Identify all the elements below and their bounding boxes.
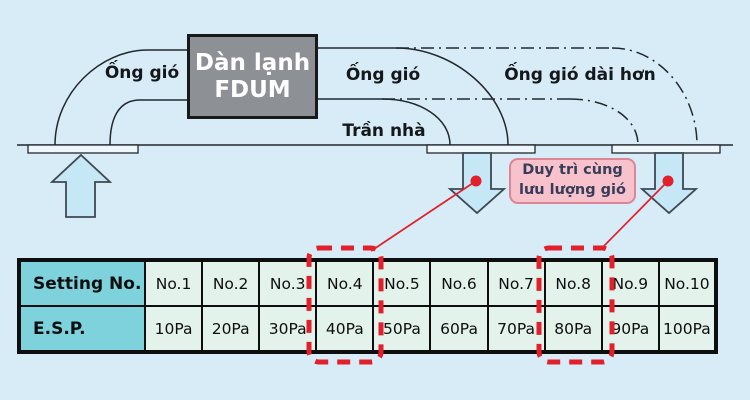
ceiling-label: Trần nhà <box>342 121 426 141</box>
value-cell: 100Pa <box>657 305 718 353</box>
longer-duct-curve-outer <box>611 47 698 146</box>
duct-curve-left-inner <box>109 99 187 146</box>
value-cell: No.8 <box>543 259 603 307</box>
down-arrow-icon-right <box>639 152 699 215</box>
value-cell: 50Pa <box>372 305 432 353</box>
duct-label-middle: Ống gió <box>345 65 421 85</box>
pointer-line-no4 <box>370 180 477 252</box>
value-cell: 60Pa <box>429 305 489 353</box>
ceiling-vent-right <box>611 144 721 154</box>
value-cell: No.10 <box>657 259 718 307</box>
duct-label-longer: Ống gió dài hơn <box>504 65 656 85</box>
value-cell: No.4 <box>315 259 375 307</box>
duct-label-left: Ống gió <box>104 63 180 83</box>
pointer-dot-middle <box>470 175 482 187</box>
airflow-note-callout: Duy trì cùng lưu lượng gió <box>509 158 636 204</box>
value-cell: No.9 <box>600 259 660 307</box>
value-cell: 80Pa <box>543 305 603 353</box>
airflow-note-line2: lưu lượng gió <box>519 182 626 198</box>
up-arrow-icon <box>49 153 113 218</box>
pointer-dot-right <box>662 175 674 187</box>
indoor-unit-label-line2: FDUM <box>214 76 291 103</box>
ceiling-vent-left <box>27 144 139 154</box>
value-cell: 20Pa <box>201 305 261 353</box>
row-label: Setting No. <box>18 259 146 307</box>
down-arrow-icon-middle <box>447 152 507 215</box>
value-cell: 40Pa <box>315 305 375 353</box>
value-cell: 90Pa <box>600 305 660 353</box>
value-cell: No.2 <box>201 259 261 307</box>
value-cell: 30Pa <box>258 305 318 353</box>
value-cell: 10Pa <box>143 305 204 353</box>
value-cell: No.6 <box>429 259 489 307</box>
indoor-unit-label-line1: Dàn lạnh <box>194 50 311 77</box>
row-label: E.S.P. <box>18 305 146 353</box>
value-cell: No.1 <box>143 259 204 307</box>
ceiling-vent-middle <box>426 144 536 154</box>
value-cell: No.7 <box>486 259 546 307</box>
indoor-unit-box: Dàn lạnh FDUM <box>187 34 318 119</box>
value-cell: No.3 <box>258 259 318 307</box>
longer-duct-curve-inner <box>569 98 639 146</box>
value-cell: 70Pa <box>486 305 546 353</box>
airflow-note-line1: Duy trì cùng <box>522 162 623 179</box>
value-cell: No.5 <box>372 259 432 307</box>
